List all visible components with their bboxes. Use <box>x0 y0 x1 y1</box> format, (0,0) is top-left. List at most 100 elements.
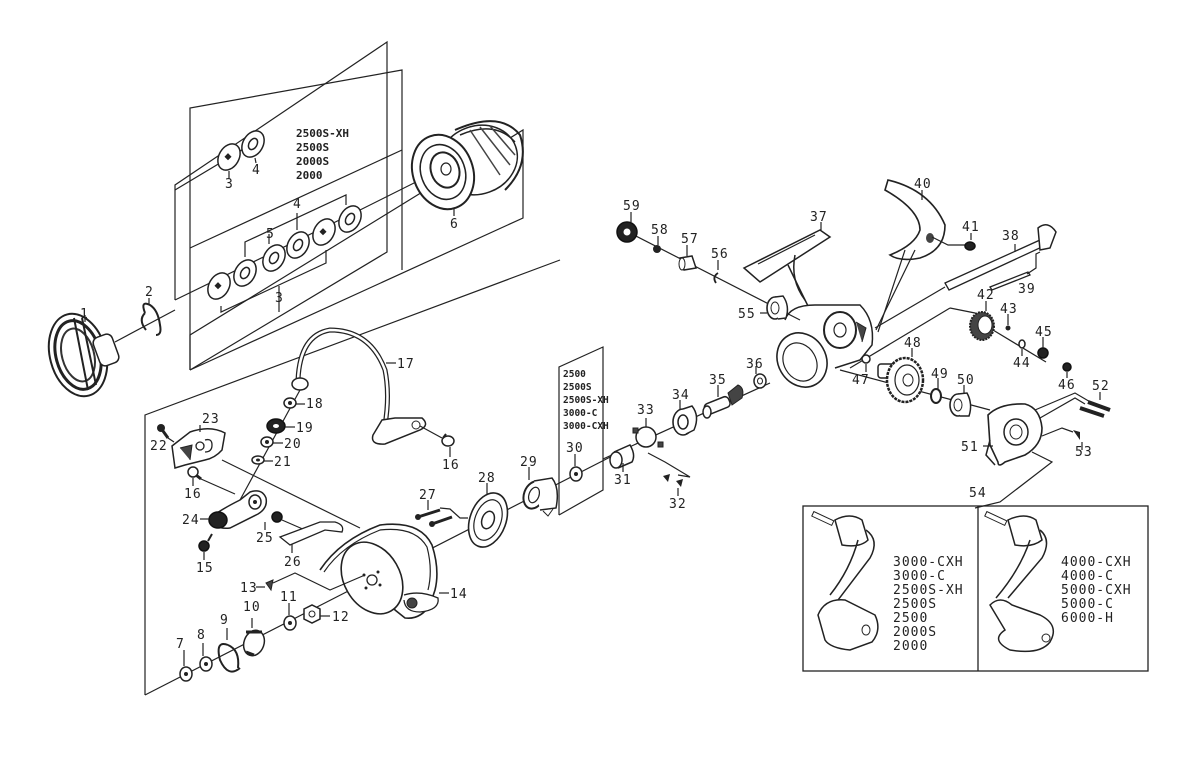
part-11-washer <box>283 615 297 631</box>
handle-left-model: 2000 <box>893 639 928 654</box>
part30-model: 2500S-XH <box>563 395 609 406</box>
handle-left-model: 2500S-XH <box>893 583 964 598</box>
part-32-screws <box>663 474 683 487</box>
label-part-27: 27 <box>419 488 437 503</box>
label-part-2: 2 <box>145 285 154 300</box>
label-part-58: 58 <box>651 223 669 238</box>
handle-right-model: 4000-CXH <box>1061 555 1132 570</box>
label-part-5: 5 <box>266 227 275 242</box>
part-1-drag-knob <box>47 312 120 398</box>
part-16-screw-left <box>187 466 202 481</box>
spool-model: 2500S-XH <box>296 127 349 140</box>
label-part-28: 28 <box>478 471 496 486</box>
label-part-48: 48 <box>904 336 922 351</box>
label-part-36: 36 <box>746 357 764 372</box>
part-26-lever <box>278 521 344 546</box>
part-24-bail-arm <box>208 490 268 530</box>
label-part-32: 32 <box>669 497 687 512</box>
label-part-53: 53 <box>1075 445 1093 460</box>
part-58-gear <box>653 245 661 253</box>
handle-right-model: 5000-C <box>1061 597 1114 612</box>
part-4-washer-lower-2 <box>286 231 310 259</box>
part-49-washer <box>930 388 942 404</box>
label-part-6: 6 <box>450 217 459 232</box>
part30-model-list: 2500 2500S 2500S-XH 3000-C 3000-CXH <box>563 369 609 432</box>
part-38-shaft <box>944 224 1057 291</box>
label-part-10: 10 <box>243 600 261 615</box>
label-part-26: 26 <box>284 555 302 570</box>
part-27-screws <box>415 508 453 527</box>
part-53-screw <box>1073 430 1080 440</box>
frame-rotor-group <box>144 259 561 695</box>
frame-divider <box>189 149 403 249</box>
label-part-4-lower: 4 <box>293 197 302 212</box>
label-part-7: 7 <box>176 637 185 652</box>
handle-right-model: 4000-C <box>1061 569 1114 584</box>
handle-right-illustration <box>984 510 1055 653</box>
spool-model-list: 2500S-XH 2500S 2000S 2000 <box>296 127 349 182</box>
part-47-washer <box>861 354 871 364</box>
part-5-washer <box>262 244 286 272</box>
part-7-washer <box>179 666 193 682</box>
part-48-drive-gear <box>877 356 925 404</box>
part-50-bearing <box>949 392 972 417</box>
label-part-50: 50 <box>957 373 975 388</box>
label-part-41: 41 <box>962 220 980 235</box>
part-19 <box>266 418 286 434</box>
handle-right-model-list: 4000-CXH 4000-C 5000-CXH 5000-C 6000-H <box>1061 555 1132 626</box>
label-part-33: 33 <box>637 403 655 418</box>
part-9-spring <box>217 643 241 673</box>
spool-frames <box>174 40 524 371</box>
handle-left-model: 2500S <box>893 597 937 612</box>
part-4-washer-lower-3 <box>338 205 362 233</box>
label-part-38: 38 <box>1002 229 1020 244</box>
handle-right-model: 6000-H <box>1061 611 1114 626</box>
part-39-pin <box>989 271 1031 291</box>
handle-left-model: 3000-C <box>893 569 946 584</box>
spool-model: 2000 <box>296 169 323 182</box>
bracket-part-3 <box>220 250 327 313</box>
part-3-washer-lower-1 <box>207 272 231 300</box>
bracket-part-4 <box>244 194 347 257</box>
part-15-screw <box>198 533 213 552</box>
part-3-washer-top <box>217 143 241 171</box>
part30-model: 2500 <box>563 369 586 380</box>
label-part-4-top: 4 <box>252 163 261 178</box>
part-13-screw <box>265 579 274 592</box>
part-42-gear <box>969 311 995 341</box>
handle-left-model: 2000S <box>893 625 937 640</box>
label-part-24: 24 <box>182 513 200 528</box>
part-6-spool <box>410 120 524 211</box>
handle-left-illustration <box>811 510 879 651</box>
part-8-washer <box>199 656 213 672</box>
label-part-3-top: 3 <box>225 177 234 192</box>
part30-model: 3000-C <box>563 408 598 419</box>
handle-left-model-list: 3000-CXH 3000-C 2500S-XH 2500S 2500 2000… <box>893 555 964 654</box>
part-23-arm-cover <box>171 428 226 469</box>
label-part-49: 49 <box>931 367 949 382</box>
label-part-45: 45 <box>1035 325 1053 340</box>
label-part-9: 9 <box>220 613 229 628</box>
part-57-sleeve <box>678 255 697 271</box>
label-part-23: 23 <box>202 412 220 427</box>
handle-left-model: 2500 <box>893 611 928 626</box>
label-part-22: 22 <box>150 439 168 454</box>
frame-spool-lower <box>189 128 524 371</box>
spool-model: 2000S <box>296 155 329 168</box>
label-part-35: 35 <box>709 373 727 388</box>
label-part-18: 18 <box>306 397 324 412</box>
part-44-washer <box>1018 339 1026 349</box>
label-part-44: 44 <box>1013 356 1031 371</box>
label-part-1: 1 <box>80 307 89 322</box>
part-43-pin <box>1005 325 1011 331</box>
spool-model: 2500S <box>296 141 329 154</box>
part-29-collar <box>522 477 559 517</box>
label-part-34: 34 <box>672 388 690 403</box>
label-part-46: 46 <box>1058 378 1076 393</box>
frame-outer-spool <box>174 40 388 371</box>
part-21 <box>251 455 265 465</box>
label-part-47: 47 <box>852 373 870 388</box>
label-part-42: 42 <box>977 288 995 303</box>
part-45-bushing <box>1037 347 1049 359</box>
